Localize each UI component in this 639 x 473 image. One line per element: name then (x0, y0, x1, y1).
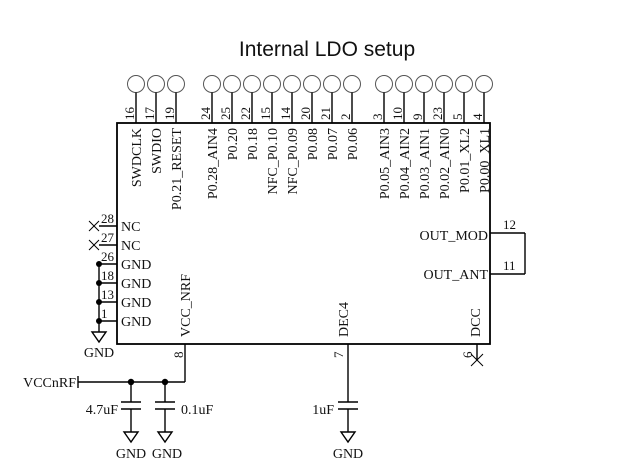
pin-27-label: NC (121, 239, 140, 254)
pin-3-terminal (375, 75, 393, 93)
pin-16-terminal (127, 75, 145, 93)
pin-2-number: 2 (338, 114, 353, 121)
pin-5-terminal (455, 75, 473, 93)
pin-9-label: P0.03_AIN1 (418, 128, 433, 199)
pin-28-number: 28 (101, 211, 114, 226)
pin-20-terminal (303, 75, 321, 93)
pin-4-label: P0.00_XL1 (478, 128, 493, 193)
pin-10-terminal (395, 75, 413, 93)
ground-icon (339, 431, 357, 444)
pin-5-number: 5 (450, 114, 465, 121)
ground-symbols: GND GND GND GND (84, 331, 363, 462)
cap-3-value: 1uF (312, 403, 334, 418)
pin-20-label: P0.08 (306, 128, 321, 160)
cap-2-value: 0.1uF (181, 403, 214, 418)
ground-icon (122, 431, 140, 444)
pin-7-number: 7 (331, 351, 346, 358)
pin-21-number: 21 (318, 107, 333, 120)
pin-19-number: 19 (162, 107, 177, 120)
pin-24-number: 24 (198, 107, 213, 121)
pin-out-ant-label: OUT_ANT (423, 268, 488, 283)
top-pin-group: 16SWDCLK17SWDIO19P0.21_RESET24P0.28_AIN4… (122, 75, 493, 211)
pin-15-terminal (263, 75, 281, 93)
pin-24-terminal (203, 75, 221, 93)
pin-17-label: SWDIO (150, 128, 165, 174)
pin-25-label: P0.20 (226, 128, 241, 160)
pin-22-label: P0.18 (246, 128, 261, 160)
pin-9-number: 9 (410, 114, 425, 121)
pin-26-number: 26 (101, 249, 115, 264)
pin-24-label: P0.28_AIN4 (206, 128, 221, 199)
pin-9-terminal (415, 75, 433, 93)
pin-14-label: NFC_P0.09 (286, 128, 301, 195)
pin-27-number: 27 (101, 230, 115, 245)
pin-dcc-label: DCC (469, 308, 484, 337)
ground-icon (156, 431, 174, 444)
pin-16-label: SWDCLK (130, 128, 145, 187)
pin-4-number: 4 (470, 113, 485, 120)
pin-19-label: P0.21_RESET (170, 128, 185, 211)
bottom-pin-group: VCC_NRF DEC4 DCC 8 7 6 VCCnRF 4.7uF 0.1u… (23, 274, 484, 432)
pin-14-terminal (283, 75, 301, 93)
left-ground-label: GND (84, 346, 114, 361)
pin-17-terminal (147, 75, 165, 93)
pin-14-number: 14 (278, 107, 293, 121)
pin-3-label: P0.05_AIN3 (378, 128, 393, 199)
pin-5-label: P0.01_XL2 (458, 128, 473, 193)
pin-2-label: P0.06 (346, 128, 361, 160)
pin-23-terminal (435, 75, 453, 93)
pin-10-number: 10 (390, 107, 405, 120)
pin-15-label: NFC_P0.10 (266, 128, 281, 195)
pin-1-label: GND (121, 315, 151, 330)
pin-8-number: 8 (171, 352, 186, 359)
pin-12-number: 12 (503, 217, 516, 232)
pin-22-terminal (243, 75, 261, 93)
no-connect-mark (88, 220, 100, 232)
pin-vcc-nrf-label: VCC_NRF (179, 274, 194, 337)
diagram-title: Internal LDO setup (239, 38, 415, 61)
pin-13-number: 13 (101, 287, 114, 302)
pin-26-label: GND (121, 258, 151, 273)
pin-20-number: 20 (298, 107, 313, 120)
pin-19-terminal (167, 75, 185, 93)
pin-28-label: NC (121, 220, 140, 235)
pin-15-number: 15 (258, 107, 273, 120)
pin-10-label: P0.04_AIN2 (398, 128, 413, 199)
ground-label: GND (116, 447, 146, 462)
pin-4-terminal (475, 75, 493, 93)
pin-16-number: 16 (122, 107, 137, 121)
pin-3-number: 3 (370, 114, 385, 121)
pin-21-terminal (323, 75, 341, 93)
ground-label: GND (333, 447, 363, 462)
pin-6-number: 6 (460, 351, 475, 358)
ground-label: GND (152, 447, 182, 462)
vcc-net-label: VCCnRF (23, 376, 76, 391)
pin-2-terminal (343, 75, 361, 93)
pin-11-number: 11 (503, 258, 516, 273)
pin-17-number: 17 (142, 107, 157, 121)
pin-25-terminal (223, 75, 241, 93)
pin-out-mod-label: OUT_MOD (420, 229, 488, 244)
cap-1-value: 4.7uF (86, 403, 119, 418)
pin-18-label: GND (121, 277, 151, 292)
no-connect-mark (88, 239, 100, 251)
pin-13-label: GND (121, 296, 151, 311)
ground-icon (90, 331, 108, 344)
pin-dec4-label: DEC4 (337, 302, 352, 337)
right-pin-group: 12 11 OUT_MOD OUT_ANT (420, 217, 526, 283)
pin-18-number: 18 (101, 268, 114, 283)
pin-22-number: 22 (238, 107, 253, 120)
pin-23-number: 23 (430, 107, 445, 120)
pin-23-label: P0.02_AIN0 (438, 128, 453, 199)
pin-25-number: 25 (218, 107, 233, 120)
pin-21-label: P0.07 (326, 128, 341, 160)
pin-1-number: 1 (101, 306, 108, 321)
no-connect-mark (470, 353, 484, 367)
